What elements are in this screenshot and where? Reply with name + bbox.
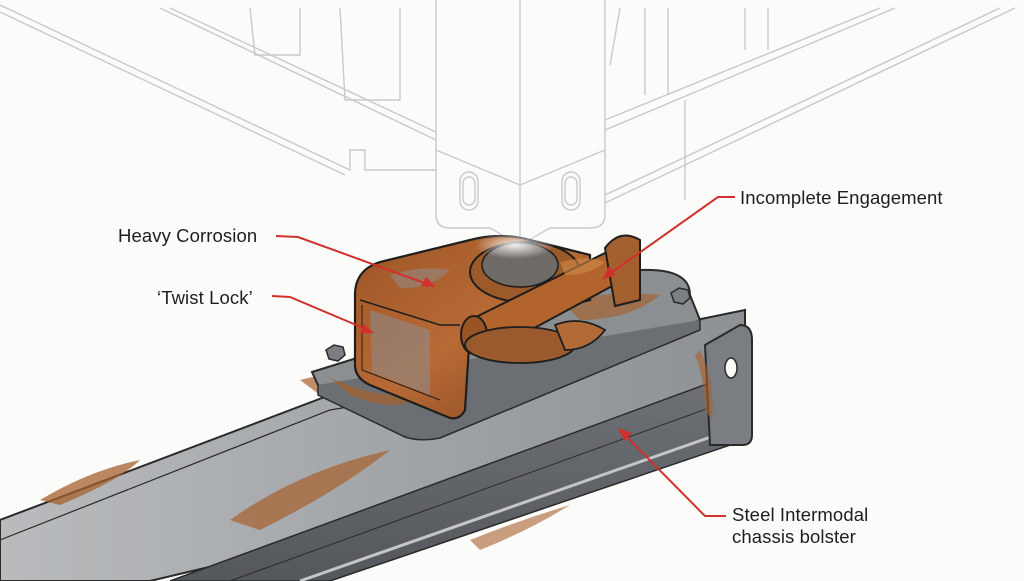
callout-chassis-bolster-line1: Steel Intermodal — [732, 504, 869, 525]
leader-heavy-corrosion — [275, 235, 431, 286]
callout-twist-lock: ‘Twist Lock’ — [157, 287, 253, 308]
leader-twist-lock — [271, 295, 369, 331]
leader-lines — [271, 196, 735, 517]
callout-heavy-corrosion: Heavy Corrosion — [118, 225, 258, 246]
callout-chassis-bolster: Steel Intermodal chassis bolster — [732, 504, 868, 548]
callout-chassis-bolster-line2: chassis bolster — [732, 526, 856, 547]
leader-chassis-bolster — [621, 431, 726, 517]
callout-incomplete-engagement: Incomplete Engagement — [740, 187, 943, 208]
container-outline — [0, 0, 1016, 250]
leader-arrowheads — [359, 266, 632, 441]
leader-incomplete-engagement — [607, 196, 735, 276]
